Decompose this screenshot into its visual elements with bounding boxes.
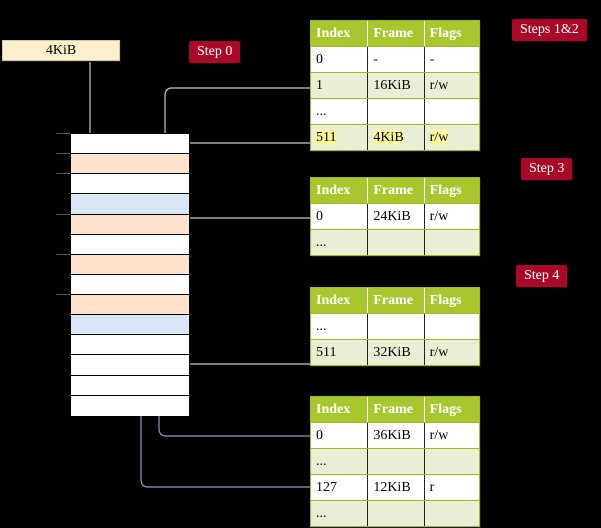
memory-tick <box>56 254 70 255</box>
column-header-index: Index <box>311 21 369 46</box>
cell-index: ... <box>311 314 369 339</box>
cell-flags: r <box>429 480 435 495</box>
cell-frame: - <box>368 47 425 72</box>
column-header-index: Index <box>311 178 369 203</box>
table-header-row: Index Frame Flags <box>311 288 479 313</box>
cell-flags: r/w <box>425 125 479 150</box>
memory-frame <box>71 315 189 336</box>
memory-frame <box>71 355 189 376</box>
page-table-level-3: Index Frame Flags ... 511 32KiB r/w <box>310 287 480 366</box>
column-header-frame: Frame <box>368 288 425 313</box>
memory-frame <box>71 234 189 255</box>
memory-tick <box>56 173 70 174</box>
memory-frame <box>71 194 189 215</box>
badge-steps-1-2: Steps 1&2 <box>512 19 587 41</box>
cell-frame <box>368 314 425 339</box>
cell-flags <box>425 230 479 255</box>
badge-step-3: Step 3 <box>521 158 573 180</box>
cell-index: 511 <box>311 340 369 365</box>
column-header-flags: Flags <box>429 183 462 198</box>
page-table-level-4: Index Frame Flags 0 36KiB r/w ... 127 12… <box>310 396 480 527</box>
memory-frame <box>71 395 189 416</box>
table-row: 127 12KiB r <box>311 474 479 500</box>
cell-frame <box>368 449 425 474</box>
badge-step-4: Step 4 <box>516 265 568 287</box>
cell-index: ... <box>311 99 369 124</box>
cell-flags <box>425 449 479 474</box>
cell-index: ... <box>311 501 369 526</box>
table-row: ... <box>311 98 479 124</box>
cell-index-text: 511 <box>316 130 337 145</box>
memory-frame <box>71 274 189 295</box>
memory-frame <box>71 174 189 195</box>
cell-index: ... <box>311 449 369 474</box>
physical-memory-column <box>70 133 190 416</box>
cell-index: 1 <box>311 73 369 98</box>
page-table-level-1: Index Frame Flags 0 - - 1 16KiB r/w ... … <box>310 20 480 151</box>
cell-flags <box>425 501 479 526</box>
table-header-row: Index Frame Flags <box>311 397 479 422</box>
cell-frame <box>368 501 425 526</box>
table-row: 0 36KiB r/w <box>311 422 479 448</box>
memory-frame <box>71 375 189 396</box>
cell-index: 0 <box>311 423 369 448</box>
memory-tick <box>56 294 70 295</box>
badge-step-0: Step 0 <box>189 41 241 63</box>
memory-tick <box>56 133 70 134</box>
memory-tick <box>56 214 70 215</box>
memory-frame <box>71 335 189 356</box>
cell-frame <box>368 230 425 255</box>
cell-frame <box>368 99 425 124</box>
cell-frame: 32KiB <box>368 340 425 365</box>
table-row: 511 32KiB r/w <box>311 339 479 365</box>
cell-index: ... <box>311 230 369 255</box>
column-header-flags: Flags <box>429 293 462 308</box>
table-row: ... <box>311 229 479 255</box>
cell-frame: 12KiB <box>368 475 425 500</box>
virtual-address-box: 4KiB <box>2 40 120 61</box>
cell-flags <box>425 314 479 339</box>
table-row: 0 24KiB r/w <box>311 203 479 229</box>
cell-flags: r/w <box>429 428 449 443</box>
memory-frame <box>71 134 189 155</box>
column-header-frame: Frame <box>368 21 425 46</box>
column-header-frame: Frame <box>368 178 425 203</box>
memory-frame <box>71 295 189 316</box>
column-header-index: Index <box>311 288 369 313</box>
cell-frame: 24KiB <box>368 204 425 229</box>
table-row: ... <box>311 313 479 339</box>
cell-frame-text: 4KiB <box>373 130 404 145</box>
table-row: ... <box>311 500 479 526</box>
cell-flags: r/w <box>429 78 449 93</box>
column-header-frame: Frame <box>368 397 425 422</box>
cell-index: 0 <box>311 47 369 72</box>
memory-frame <box>71 254 189 275</box>
table-header-row: Index Frame Flags <box>311 178 479 203</box>
cell-flags-text: r/w <box>429 130 449 145</box>
cell-frame: 36KiB <box>368 423 425 448</box>
cell-flags: r/w <box>429 209 449 224</box>
table-row: 511 4KiB r/w <box>311 124 479 150</box>
cell-frame: 4KiB <box>368 125 425 150</box>
memory-frame <box>71 214 189 235</box>
cell-flags <box>425 99 479 124</box>
cell-flags: - <box>429 52 435 67</box>
page-table-level-2: Index Frame Flags 0 24KiB r/w ... <box>310 177 480 256</box>
cell-flags: r/w <box>429 345 449 360</box>
memory-tick <box>56 153 70 154</box>
table-row: 0 - - <box>311 46 479 72</box>
column-header-flags: Flags <box>429 26 462 41</box>
table-row: 1 16KiB r/w <box>311 72 479 98</box>
cell-frame: 16KiB <box>368 73 425 98</box>
column-header-index: Index <box>311 397 369 422</box>
cell-index: 0 <box>311 204 369 229</box>
column-header-flags: Flags <box>429 402 462 417</box>
table-row: ... <box>311 448 479 474</box>
cell-index: 511 <box>311 125 369 150</box>
cell-index: 127 <box>311 475 369 500</box>
table-header-row: Index Frame Flags <box>311 21 479 46</box>
memory-frame <box>71 154 189 175</box>
